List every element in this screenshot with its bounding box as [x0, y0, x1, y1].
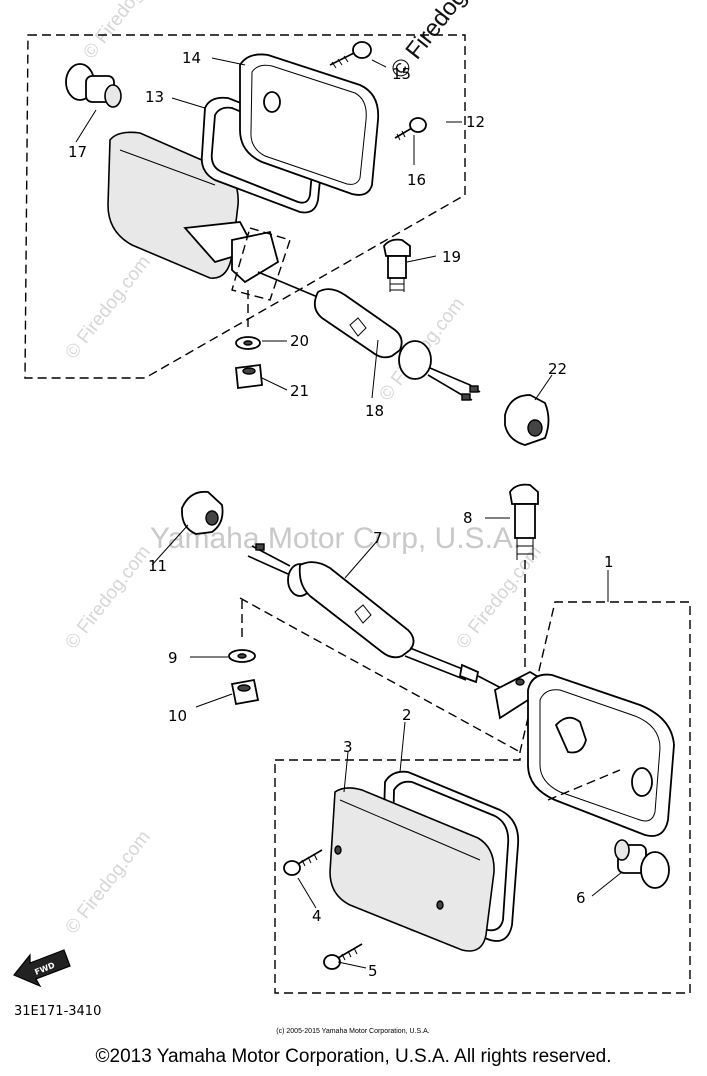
- screw-15: [329, 41, 372, 69]
- callout-7: 7: [373, 529, 383, 547]
- wire-harness-18: [257, 271, 481, 401]
- diagram-number: 31E171-3410: [14, 1004, 101, 1019]
- watermark-site-1: © Firedog.com: [61, 252, 154, 363]
- screw-5: [323, 943, 363, 970]
- lower-assembly-outline: [274, 601, 691, 994]
- upper-assembly-outline: [24, 34, 466, 379]
- grommet-22: [504, 394, 550, 446]
- washer-20: [235, 336, 261, 350]
- callout-3: 3: [343, 738, 353, 756]
- copyright-footer: ©2013 Yamaha Motor Corporation, U.S.A. A…: [95, 1046, 612, 1067]
- lower-housing: [493, 670, 675, 837]
- bolt-8: [509, 483, 539, 672]
- callout-19: 19: [442, 248, 461, 266]
- callout-14: 14: [182, 49, 201, 67]
- nut-10: [230, 678, 260, 706]
- callout-8: 8: [463, 509, 473, 527]
- nut-21: [235, 363, 263, 390]
- bulb-6: [614, 839, 670, 889]
- callout-5: 5: [368, 962, 378, 980]
- fwd-arrow: FWD: [13, 949, 71, 988]
- fwd-arrow-icon: [13, 949, 71, 988]
- callout-18: 18: [365, 402, 384, 420]
- upper-flasher-assembly: [24, 34, 550, 446]
- parts-diagram: Yamaha Motor Corp, U.S.A. © Firedog.com …: [13, 0, 691, 1035]
- lower-flasher-assembly: [181, 483, 691, 994]
- callout-22: 22: [548, 360, 567, 378]
- callout-1: 1: [604, 553, 614, 571]
- copyright-small: (c) 2005-2015 Yamaha Motor Corporation, …: [276, 1028, 429, 1035]
- callout-16: 16: [407, 171, 426, 189]
- leader-lines: [75, 57, 623, 969]
- callout-21: 21: [290, 382, 309, 400]
- callout-20: 20: [290, 332, 309, 350]
- watermark-site-5: © Firedog.com: [452, 542, 545, 653]
- housing-14: [239, 53, 380, 196]
- bulb-17: [65, 63, 122, 108]
- watermark-site-4: © Firedog.com: [61, 542, 154, 653]
- callout-2: 2: [402, 706, 412, 724]
- callout-labels: 14 13 15 16 12 17 19 20 21 18 22 11 8 7 …: [68, 49, 614, 980]
- lens-3: [329, 787, 495, 952]
- callout-11: 11: [148, 557, 167, 575]
- callout-9: 9: [168, 649, 178, 667]
- watermark-site-3: © Firedog.com: [79, 0, 172, 63]
- screw-16: [394, 117, 427, 141]
- washer-9: [228, 649, 256, 663]
- callout-15: 15: [392, 65, 411, 83]
- wire-harness-7: [247, 543, 506, 691]
- callout-12: 12: [466, 113, 485, 131]
- callout-13: 13: [145, 88, 164, 106]
- screw-4: [283, 849, 323, 876]
- callout-10: 10: [168, 707, 187, 725]
- callout-6: 6: [576, 889, 586, 907]
- stem-bracket: [183, 221, 291, 301]
- grommet-11: [181, 490, 224, 535]
- callout-17: 17: [68, 143, 87, 161]
- callout-4: 4: [312, 907, 322, 925]
- bolt-19: [383, 238, 411, 292]
- lower-guide-line: [239, 597, 521, 753]
- watermark-site-6: © Firedog.com: [61, 827, 154, 938]
